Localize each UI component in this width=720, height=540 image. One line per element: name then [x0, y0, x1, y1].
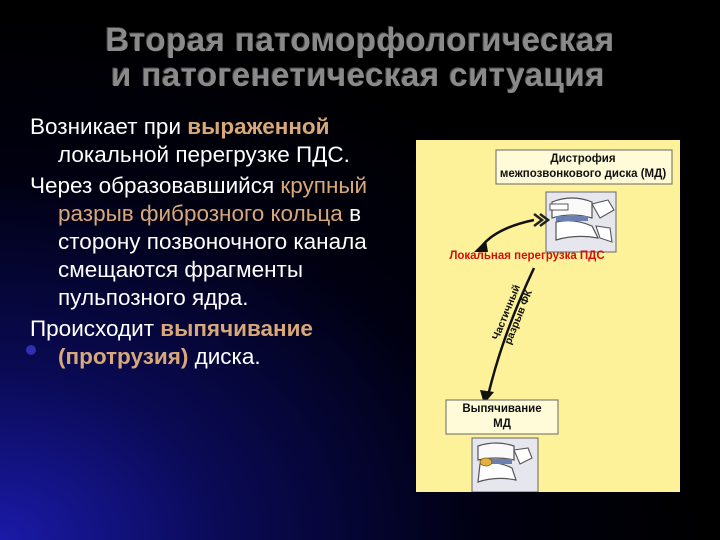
paragraph-3: Происходит выпячивание (протрузия) диска…: [30, 315, 415, 371]
p3-highlight: выпячивание (протрузия): [58, 316, 313, 369]
title-line-1: Вторая патоморфологическая: [105, 21, 615, 58]
p3-text-c: диска.: [188, 344, 261, 369]
local-overload-label: Локальная перегрузка ПДС: [449, 250, 605, 262]
bulge-box: [445, 399, 559, 435]
arrow-head-overload: [474, 240, 488, 252]
p3-text-a: Происходит: [30, 316, 161, 341]
bulge-label: Выпячивание МД: [442, 402, 562, 432]
decorative-dot: [26, 345, 36, 355]
upper-vertebra-illustration: [533, 191, 617, 253]
diagram-graphics: [445, 149, 673, 492]
diagram-figure: Дистрофия межпозвонкового диска (МД) Лок…: [416, 140, 680, 492]
p1-text-a: Возникает при: [30, 114, 188, 139]
lower-vertebra-illustration: [471, 437, 539, 492]
title-line-2: и патогенетическая ситуация: [111, 56, 605, 93]
dystrophy-label: Дистрофия межпозвонкового диска (МД): [492, 152, 674, 182]
dystrophy-box: [495, 149, 673, 185]
dystrophy-line-1: Дистрофия: [550, 153, 616, 165]
paragraph-1: Возникает при выраженной локальной перег…: [30, 113, 415, 169]
p1-highlight: выраженной: [187, 114, 330, 139]
arrow-to-bulge: [486, 267, 536, 397]
slide-title: Вторая патоморфологическая и патогенетич…: [0, 22, 720, 92]
arrow-to-overload: [481, 218, 535, 247]
bulge-line-1: Выпячивание: [462, 403, 542, 415]
p2-text-a: Через образовавшийся: [30, 173, 281, 198]
bulge-line-2: МД: [493, 418, 511, 430]
p1-text-c: локальной перегрузке ПДС.: [58, 142, 350, 167]
p2-highlight: крупный разрыв фиброзного кольца: [58, 173, 368, 226]
paragraph-2: Через образовавшийся крупный разрыв фибр…: [30, 172, 415, 312]
slide-body: Возникает при выраженной локальной перег…: [30, 113, 415, 374]
p2-text-c: в сторону позвоночного канала смещаются …: [58, 201, 367, 310]
dystrophy-line-2: межпозвонкового диска (МД): [499, 168, 667, 180]
